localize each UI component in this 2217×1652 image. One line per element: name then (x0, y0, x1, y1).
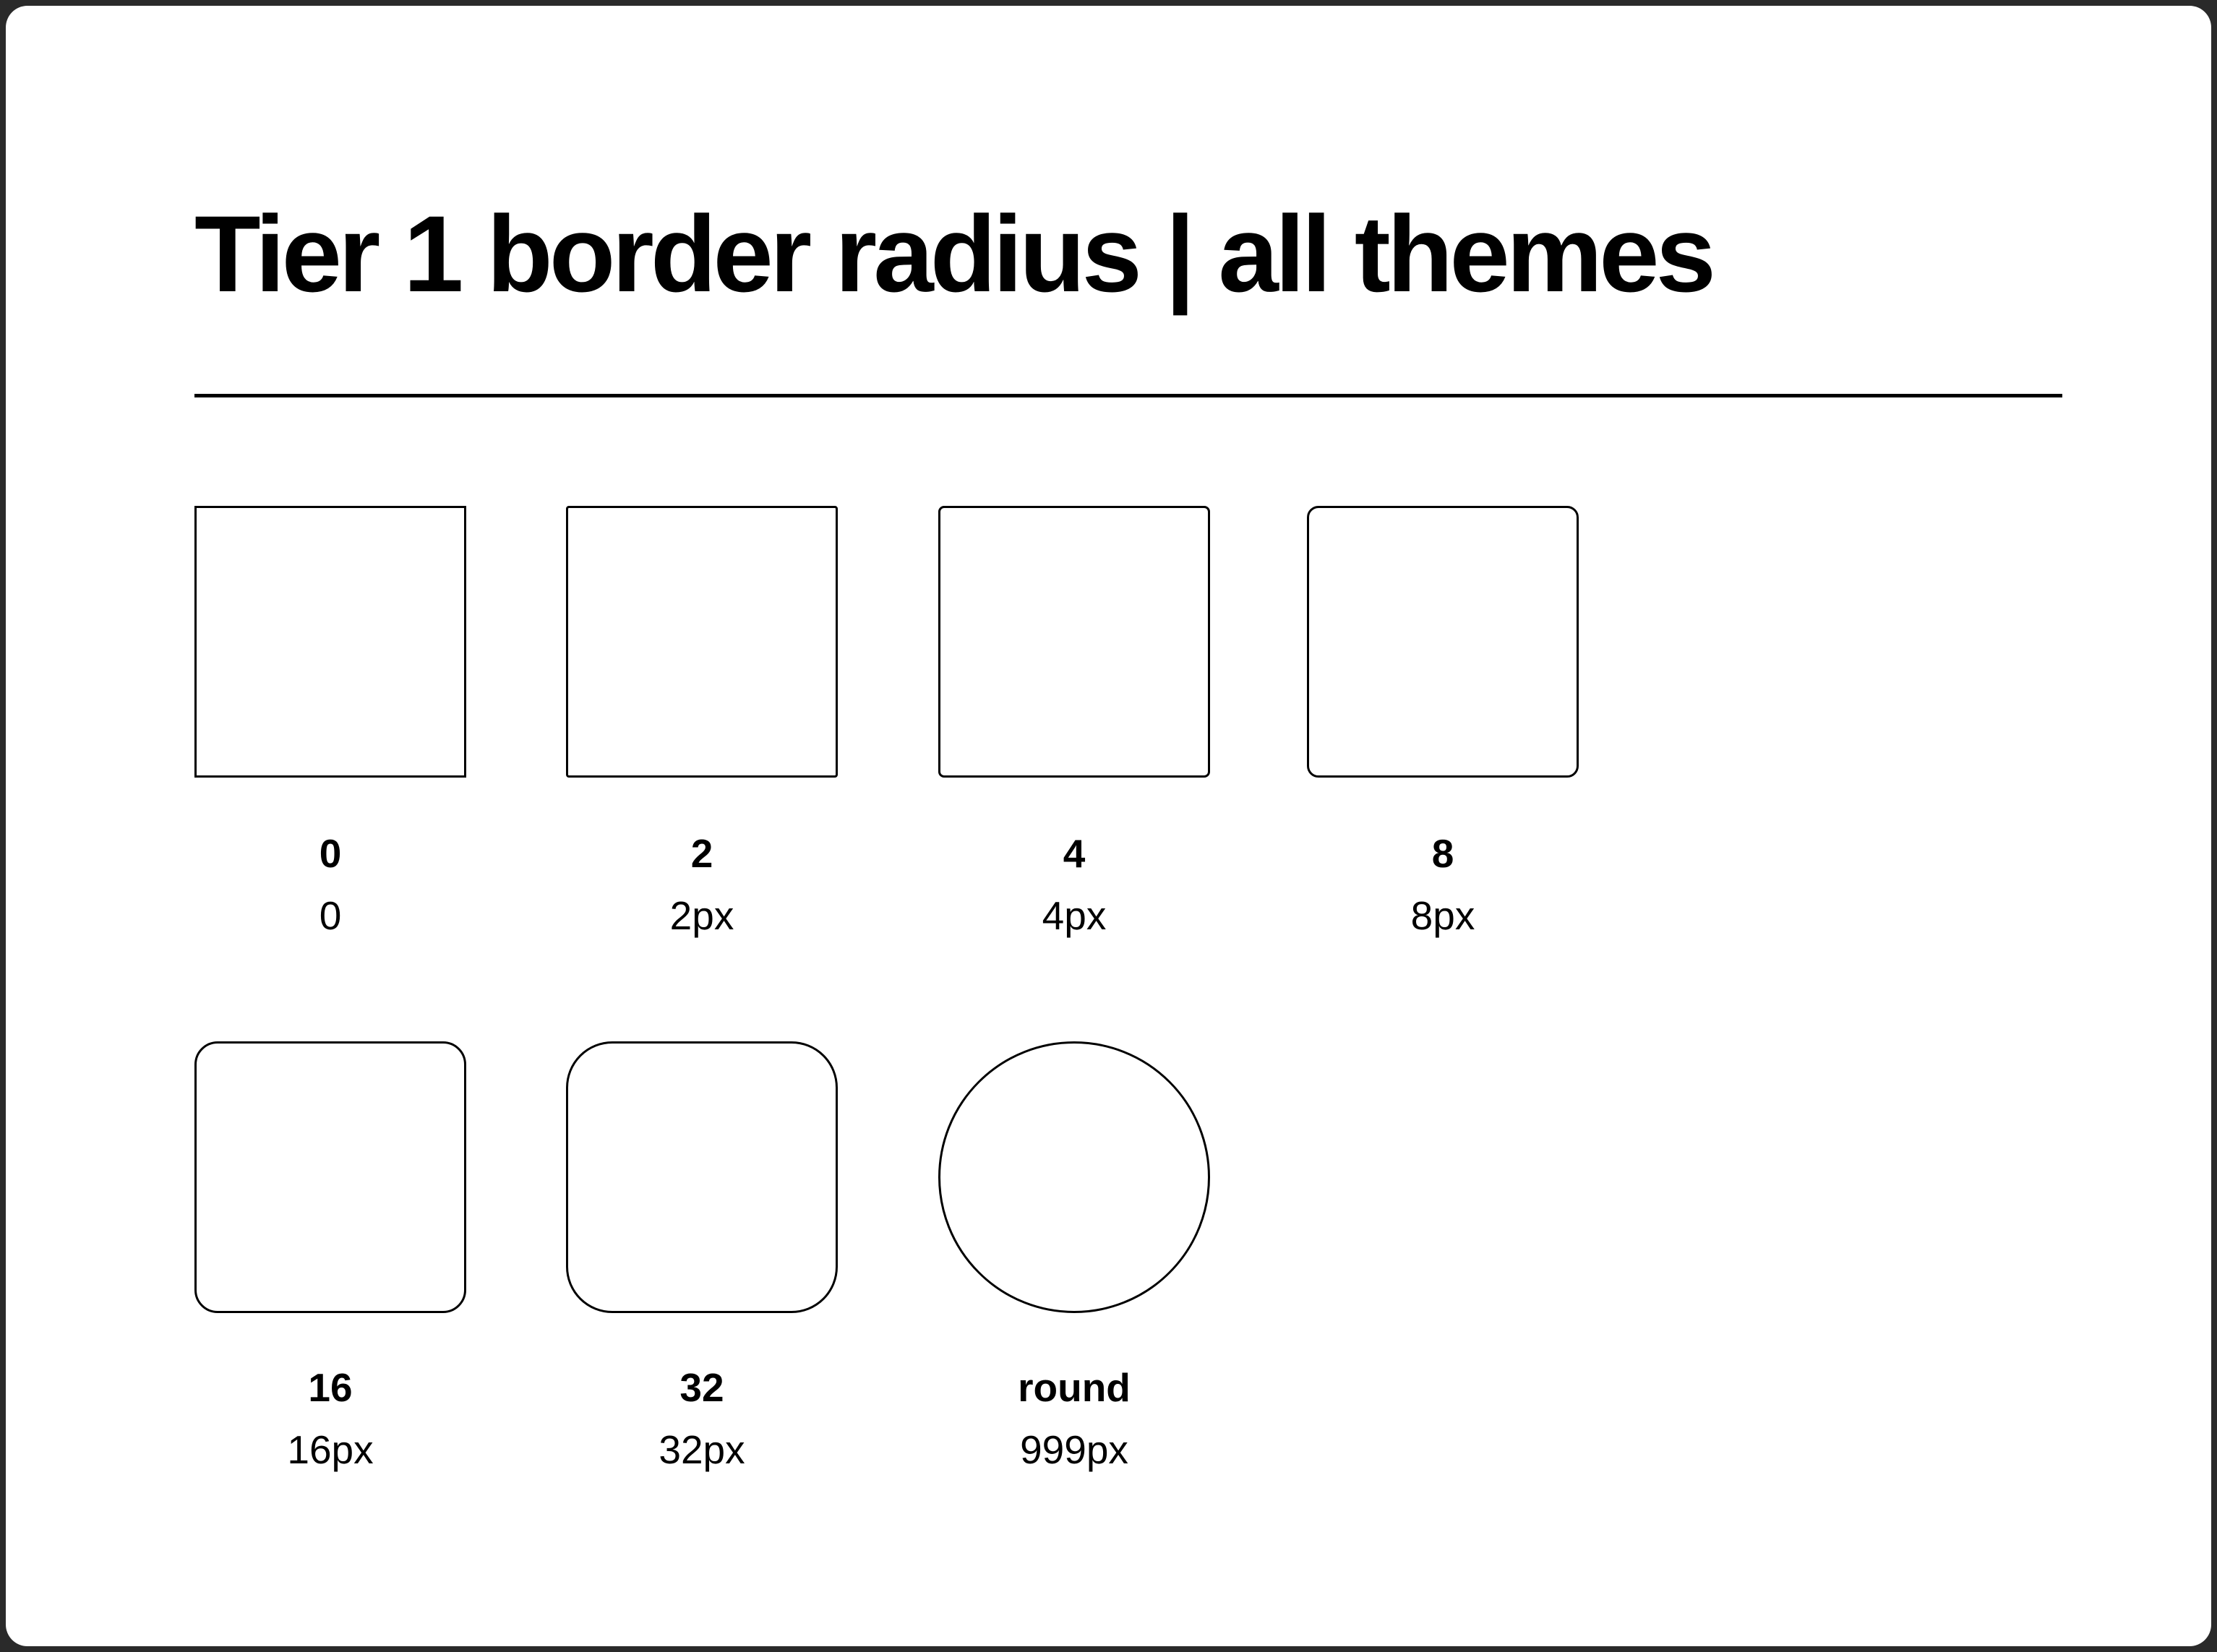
radius-swatch: 0 0 (194, 506, 466, 936)
radius-swatch: 2 2px (566, 506, 838, 936)
radius-shape (566, 1041, 838, 1313)
page-title: Tier 1 border radius | all themes (194, 193, 1716, 314)
radius-shape (194, 506, 466, 778)
radius-swatch: 4 4px (938, 506, 1210, 936)
radius-token-name: 2 (690, 831, 713, 876)
radius-token-value: 16px (287, 1427, 374, 1472)
radius-token-name: 0 (319, 831, 342, 876)
radius-swatch: round 999px (938, 1041, 1210, 1470)
radius-token-name: 16 (308, 1365, 353, 1410)
radius-shape-circle (938, 1041, 1210, 1313)
radius-token-value: 0 (319, 893, 342, 938)
radius-swatch: 8 8px (1307, 506, 1579, 936)
radius-shape (1307, 506, 1579, 778)
radius-token-value: 4px (1042, 893, 1107, 938)
radius-token-name: 32 (679, 1365, 724, 1410)
radius-swatch: 32 32px (566, 1041, 838, 1470)
radius-token-value: 999px (1020, 1427, 1128, 1472)
title-divider-rule (194, 394, 2062, 397)
radius-token-name: 8 (1431, 831, 1454, 876)
radius-shape (194, 1041, 466, 1313)
radius-swatch: 16 16px (194, 1041, 466, 1470)
page-frame: Tier 1 border radius | all themes 0 0 2 … (6, 6, 2211, 1646)
radius-token-value: 32px (659, 1427, 745, 1472)
radius-token-name: round (1018, 1365, 1131, 1410)
radius-shape (938, 506, 1210, 778)
radius-token-name: 4 (1063, 831, 1086, 876)
radius-shape (566, 506, 838, 778)
radius-token-value: 8px (1410, 893, 1475, 938)
radius-token-value: 2px (669, 893, 734, 938)
